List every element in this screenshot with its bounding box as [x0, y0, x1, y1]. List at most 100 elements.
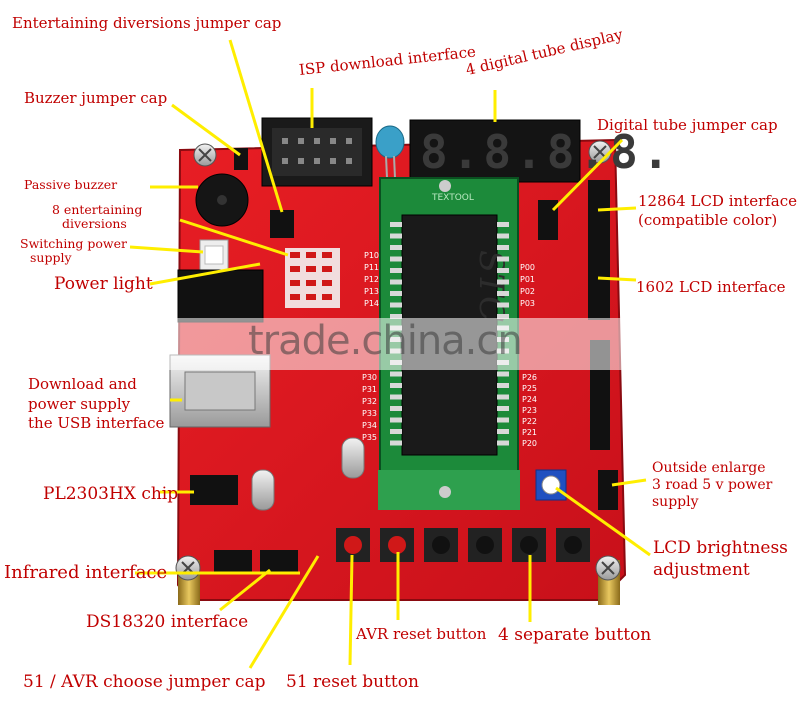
- port-label: P26: [522, 373, 537, 382]
- port-label: P02: [520, 287, 535, 296]
- label-reset51: 51 reset button: [286, 672, 419, 692]
- leader-lines: [129, 39, 651, 669]
- power-switch-connector: [199, 239, 229, 271]
- socket-pin: [390, 417, 402, 423]
- label-entertaining-jumper: Entertaining diversions jumper cap: [12, 14, 282, 32]
- display-digits: 8.8.8.8.: [420, 125, 674, 179]
- label-lcd12864-1: 12864 LCD interface: [638, 192, 798, 210]
- label-eight-div-2: diversions: [62, 216, 127, 231]
- socket-pin: [390, 279, 402, 285]
- socket-pin: [497, 406, 509, 411]
- port-label: P12: [364, 275, 379, 284]
- port-label: P13: [364, 287, 379, 296]
- socket-pin: [390, 314, 402, 319]
- label-ds18320: DS18320 interface: [86, 612, 249, 632]
- label-outside-3: supply: [652, 494, 699, 510]
- port-label: P11: [364, 263, 379, 272]
- socket-pin: [497, 440, 509, 446]
- crystal-2: [341, 437, 365, 479]
- port-label: P25: [522, 384, 537, 393]
- label-eight-div-1: 8 entertaining: [52, 202, 143, 217]
- lcd-potentiometer: [535, 469, 567, 501]
- socket-pin: [497, 233, 509, 239]
- port-label: P01: [520, 275, 535, 284]
- label-power-light: Power light: [54, 274, 153, 294]
- socket-pin: [497, 417, 509, 423]
- crystal: [251, 469, 275, 511]
- port-label: P22: [522, 417, 537, 426]
- socket-pin: [390, 394, 402, 400]
- socket-pin: [390, 233, 402, 239]
- port-label: P03: [520, 299, 535, 308]
- label-lcd-bright-1: LCD brightness: [653, 538, 788, 558]
- port-label: P35: [362, 433, 377, 442]
- watermark-text: trade.china.cn: [248, 318, 523, 364]
- port-label: P34: [362, 421, 377, 430]
- socket-pin: [390, 383, 402, 388]
- socket-pin: [497, 268, 509, 273]
- socket-pin: [497, 383, 509, 388]
- label-tube-jumper: Digital tube jumper cap: [597, 116, 778, 134]
- label-outside-2: 3 road 5 v power: [652, 477, 773, 493]
- label-sep-button: 4 separate button: [498, 625, 652, 645]
- socket-pin: [390, 222, 402, 227]
- socket-pin: [390, 302, 402, 308]
- label-switch-power-1: Switching power: [20, 236, 127, 251]
- port-label: P14: [364, 299, 379, 308]
- pl2303-chip: [190, 475, 238, 505]
- label-download-1: Download and: [28, 375, 137, 393]
- socket-pin: [390, 440, 402, 446]
- button-row: [336, 528, 590, 562]
- chip-text: STC: [471, 250, 511, 322]
- socket-pin: [390, 268, 402, 273]
- socket-pin: [390, 406, 402, 411]
- port-label: P24: [522, 395, 537, 404]
- socket-pin: [390, 256, 402, 262]
- buzzer: [195, 173, 249, 227]
- label-choose-jumper: 51 / AVR choose jumper cap: [23, 672, 266, 692]
- socket-pin: [390, 245, 402, 250]
- entertaining-jumper-cap: [270, 210, 294, 238]
- port-label: P00: [520, 263, 535, 272]
- port-label: P32: [362, 397, 377, 406]
- socket-brand: TEXTOOL: [431, 193, 474, 203]
- socket-pin: [497, 314, 509, 319]
- socket-lever-knob: [439, 180, 451, 192]
- sensor-sockets: [214, 550, 298, 574]
- socket-pin: [497, 394, 509, 400]
- socket-pin: [497, 222, 509, 227]
- socket-pin: [390, 291, 402, 296]
- digital-tube-display: 8.8.8.8.: [409, 119, 674, 183]
- watermark-band: [0, 318, 800, 370]
- label-lcd1602: 1602 LCD interface: [636, 278, 786, 296]
- led-array: [285, 248, 340, 308]
- label-lcd12864-2: (compatible color): [638, 211, 778, 229]
- socket-pin: [497, 302, 509, 308]
- isp-header: [261, 117, 373, 187]
- label-download-2: power supply: [28, 395, 131, 413]
- port-label: P31: [362, 385, 377, 394]
- socket-pin: [497, 371, 509, 377]
- socket-pin: [390, 371, 402, 377]
- label-outside-1: Outside enlarge: [652, 460, 766, 476]
- label-download-3: the USB interface: [28, 414, 165, 432]
- port-label: P33: [362, 409, 377, 418]
- dc-power-jack: [177, 269, 264, 323]
- socket-pin: [497, 291, 509, 296]
- label-infrared: Infrared interface: [4, 562, 168, 583]
- socket-pin: [497, 279, 509, 285]
- socket-pin: [390, 429, 402, 434]
- socket-pin: [497, 256, 509, 262]
- label-switch-power-2: supply: [30, 250, 72, 265]
- port-label: P30: [362, 373, 377, 382]
- label-lcd-bright-2: adjustment: [653, 560, 750, 580]
- label-avr-reset: AVR reset button: [356, 625, 487, 643]
- port-label: P20: [522, 439, 537, 448]
- port-label: P10: [364, 251, 379, 260]
- socket-pin: [497, 429, 509, 434]
- label-passive-buzzer: Passive buzzer: [24, 177, 118, 192]
